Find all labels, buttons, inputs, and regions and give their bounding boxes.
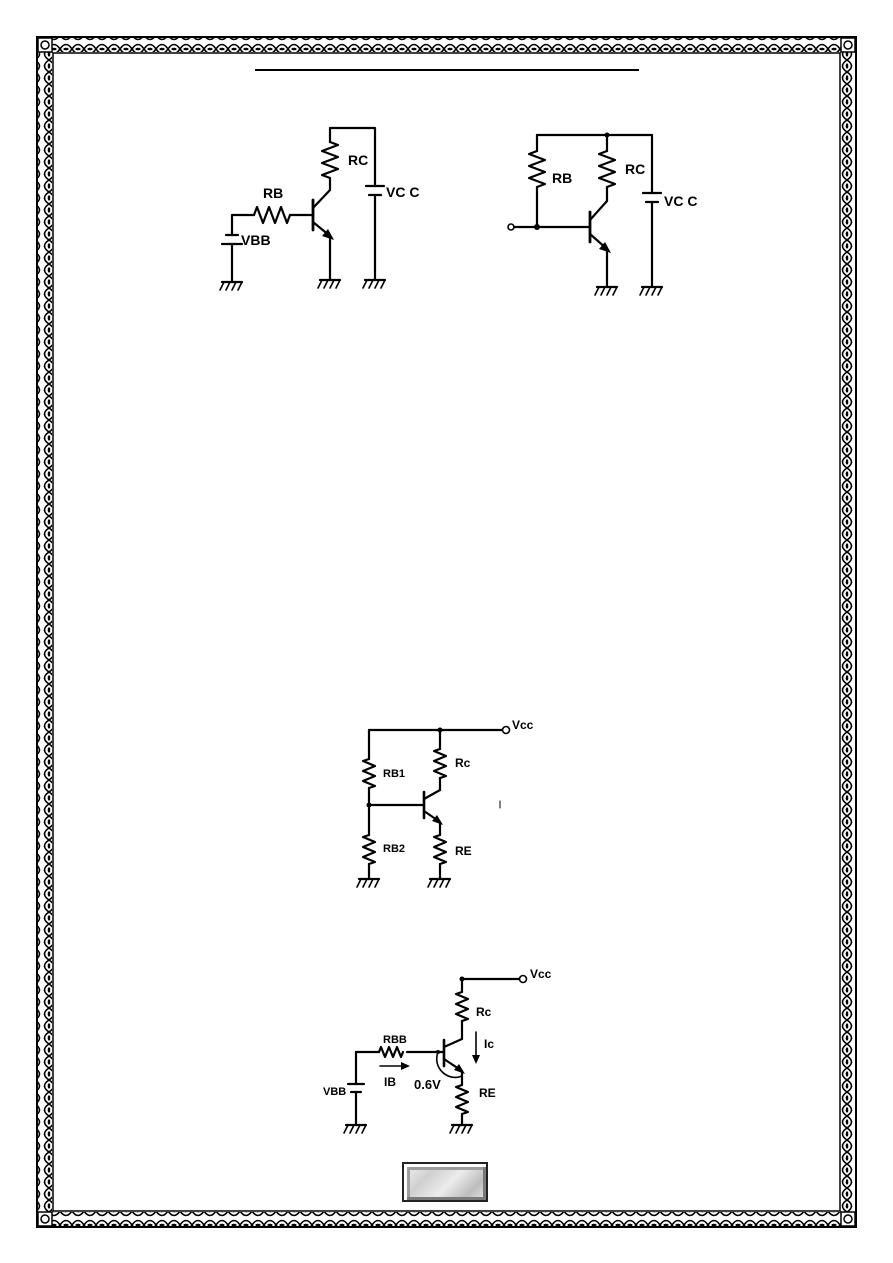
resistor-rb1	[361, 757, 377, 790]
ground-symbol-emitter	[594, 285, 619, 296]
label-vcc: Vcc	[512, 718, 534, 732]
terminal-vcc	[518, 974, 528, 984]
label-rb1: RB1	[383, 768, 405, 780]
ground-symbol-vbb	[343, 1123, 368, 1134]
label-re: RE	[479, 1086, 496, 1100]
current-arrow-ib	[379, 1062, 410, 1070]
title-underline	[255, 69, 639, 71]
ground-symbol-rb2	[356, 877, 381, 888]
label-vbb: VBB	[241, 232, 271, 248]
corner-ornament-bottom-right	[840, 1211, 856, 1227]
resistor-rc	[320, 140, 340, 180]
label-rb2: RB2	[383, 843, 405, 855]
label-vcc: Vcc	[530, 967, 552, 981]
npn-transistor	[588, 199, 611, 253]
label-rc: Rc	[476, 1005, 492, 1019]
label-rbb: RBB	[383, 1034, 407, 1046]
resistor-rb	[252, 205, 292, 225]
label-vcc: VC C	[386, 184, 419, 200]
npn-transistor	[422, 788, 443, 825]
label-rc: Rc	[455, 756, 471, 770]
label-rc: RC	[348, 152, 368, 168]
label-ic: Ic	[484, 1037, 494, 1051]
label-vcc: VC C	[664, 193, 697, 209]
resistor-rbb	[377, 1045, 405, 1059]
corner-ornament-top-right	[840, 37, 856, 53]
label-rb: RB	[263, 185, 283, 201]
label-re: RE	[455, 844, 472, 858]
battery-vcc	[364, 184, 386, 197]
resistor-rb2	[361, 833, 377, 866]
label-rb: RB	[552, 170, 572, 186]
resistor-rc	[432, 747, 448, 780]
battery-vbb	[346, 1082, 366, 1094]
npn-transistor	[311, 188, 334, 240]
ground-symbol-emitter	[317, 278, 342, 289]
ground-symbol-re	[449, 1123, 474, 1134]
resistor-rc	[454, 990, 470, 1023]
battery-vbb	[220, 233, 244, 246]
label-vbb: VBB	[323, 1086, 346, 1098]
corner-ornament-bottom-left	[37, 1211, 53, 1227]
resistor-re	[432, 833, 448, 866]
vbe-indicator	[435, 1050, 463, 1079]
page-number-box	[402, 1162, 488, 1202]
ground-symbol-vcc	[639, 285, 664, 296]
ground-symbol-re	[427, 877, 452, 888]
npn-transistor	[442, 1037, 465, 1074]
circuit-fixed-bias-dual-supply: RB RC VBB VC C	[210, 120, 440, 300]
label-ib: IB	[384, 1075, 396, 1089]
circuit-voltage-divider-bias: Vcc RB1 Rc RB2 RE	[340, 715, 570, 900]
circuit-fixed-bias-single-supply: RB RC VC C	[500, 125, 730, 305]
ground-symbol-vcc	[362, 278, 387, 289]
terminal-vcc	[501, 725, 511, 735]
label-vbe: 0.6V	[414, 1077, 441, 1092]
corner-ornament-top-left	[37, 37, 53, 53]
resistor-rc	[597, 149, 617, 189]
ground-symbol-vbb	[219, 280, 244, 291]
battery-vcc	[641, 191, 663, 204]
resistor-rb	[527, 149, 547, 189]
current-arrow-ic	[472, 1031, 480, 1064]
circuit-thevenin-equivalent: Vcc Rc RBB Ic IB 0.6V RE VBB	[320, 960, 570, 1140]
label-rc: RC	[625, 161, 645, 177]
resistor-re	[454, 1083, 470, 1116]
